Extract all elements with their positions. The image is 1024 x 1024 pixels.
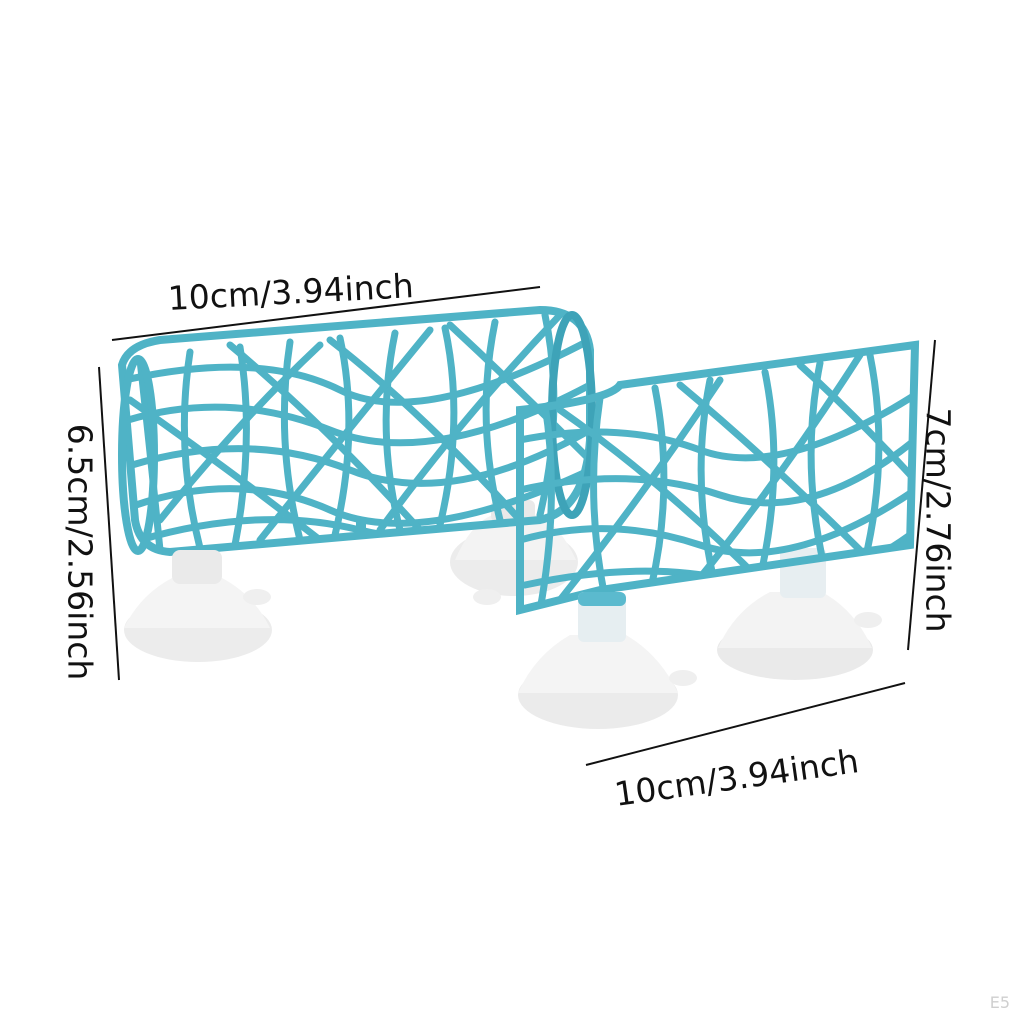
dimension-line-bottom — [585, 682, 906, 766]
mesh-panel — [516, 340, 920, 729]
suction-cup-panel-right — [717, 548, 882, 680]
mesh-tunnel — [117, 305, 596, 662]
suction-cup-panel-front — [518, 592, 697, 729]
dimension-line-top — [111, 286, 541, 341]
dimension-line-right — [907, 339, 936, 651]
right-height-label: 7cm/2.76inch — [918, 407, 958, 633]
left-height-label: 6.5cm/2.56inch — [60, 423, 100, 681]
watermark-text: E5 — [989, 993, 1010, 1012]
dimension-line-left — [98, 366, 120, 681]
suction-cup-tunnel-left — [124, 550, 272, 662]
